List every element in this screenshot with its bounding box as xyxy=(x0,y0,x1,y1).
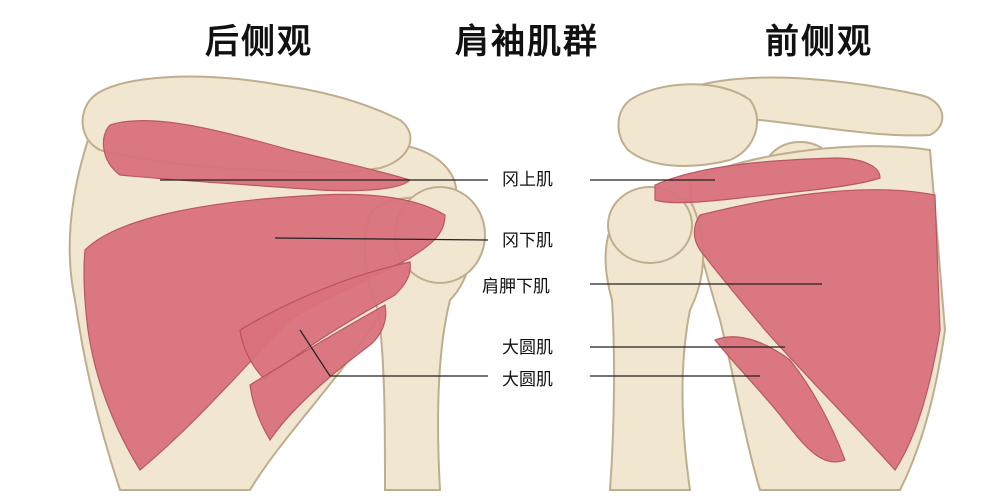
muscle-teres-major-anterior xyxy=(714,336,846,463)
leader-infraspinatus-left xyxy=(274,237,489,241)
label-teres-major-upper: 大圆肌 xyxy=(500,333,555,358)
label-infraspinatus: 冈下肌 xyxy=(500,226,555,251)
anterior-humeral-head xyxy=(607,186,693,264)
posterior-view-title: 后侧观 xyxy=(205,22,313,62)
muscle-teres-major-posterior xyxy=(249,304,387,442)
anterior-view xyxy=(604,76,947,491)
leader-lines xyxy=(160,179,822,377)
leader-teres-major-lower-left xyxy=(299,329,488,377)
label-supraspinatus: 冈上肌 xyxy=(500,165,555,190)
label-subscapularis: 肩胛下肌 xyxy=(480,272,552,297)
anterior-acromion xyxy=(617,83,759,167)
muscle-supraspinatus-anterior xyxy=(654,157,881,204)
anterior-view-title: 前侧观 xyxy=(765,22,873,62)
posterior-view xyxy=(68,75,486,491)
diagram-title: 肩袖肌群 xyxy=(455,22,599,62)
label-teres-major-lower: 大圆肌 xyxy=(500,365,555,390)
muscle-supraspinatus-posterior xyxy=(102,120,412,192)
muscle-subscapularis-anterior xyxy=(693,189,941,471)
